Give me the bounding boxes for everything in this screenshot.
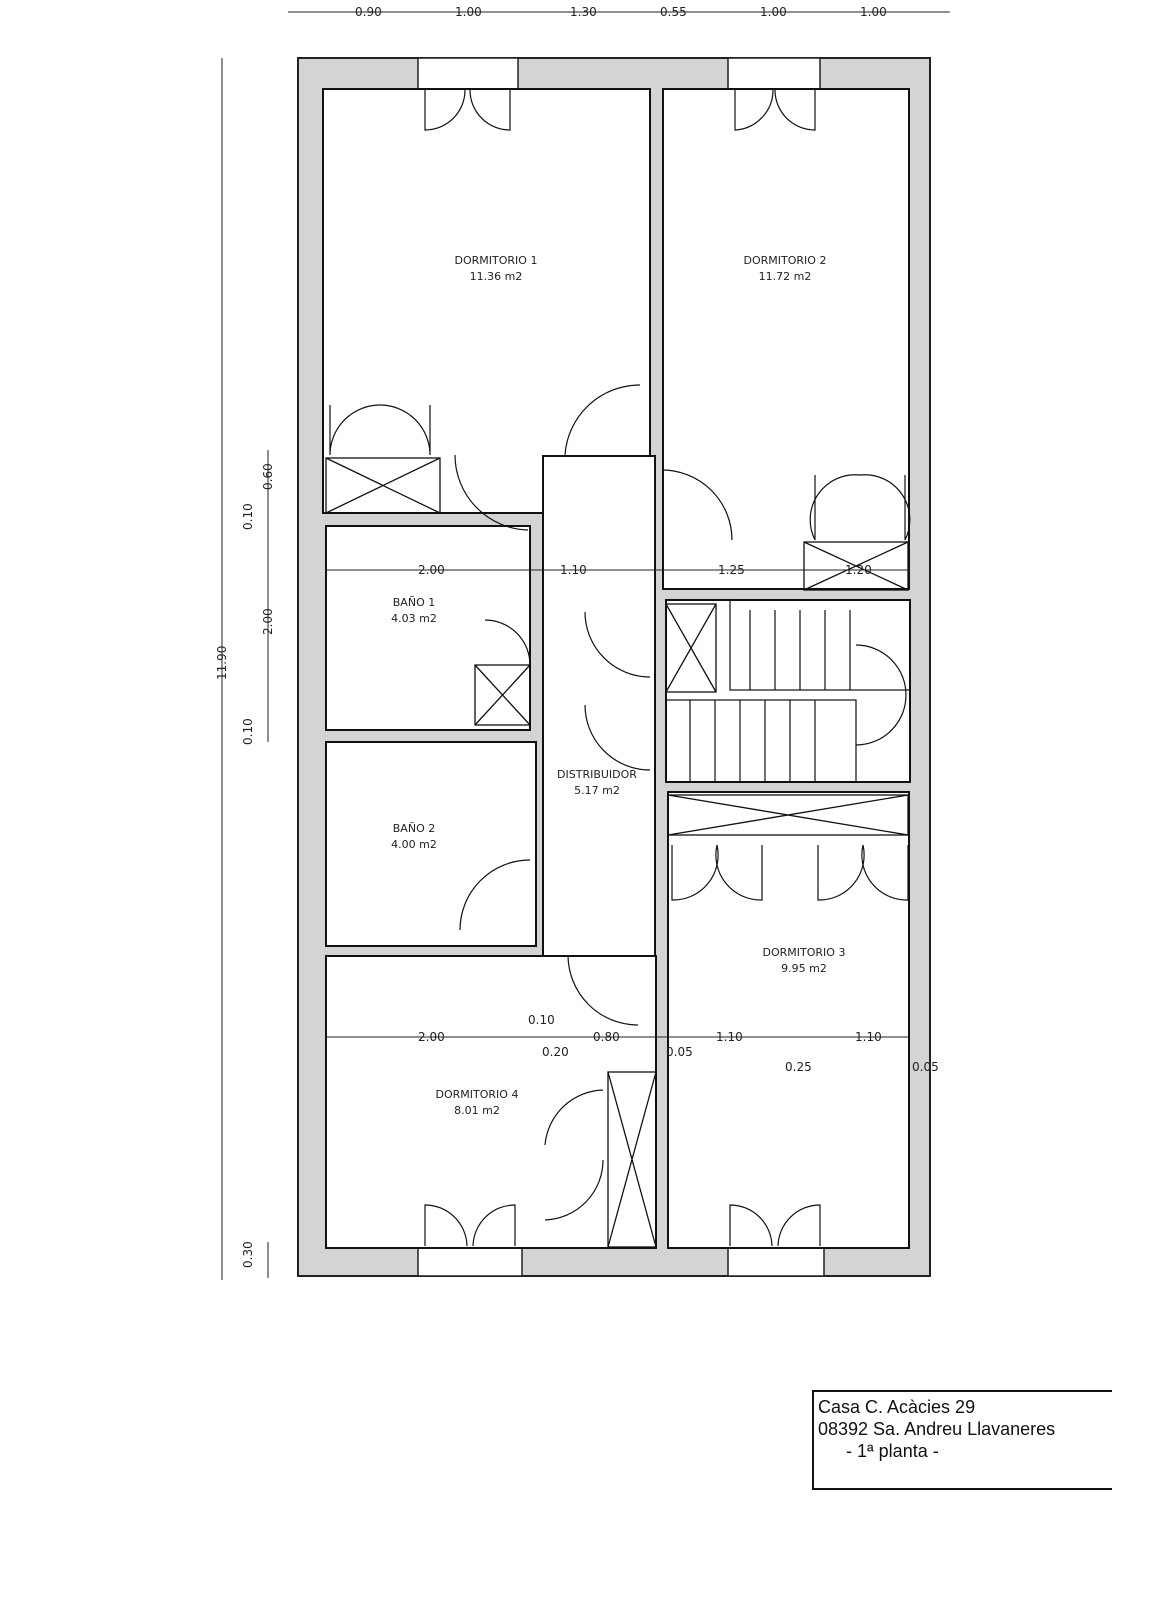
windows — [417, 57, 825, 1277]
dim-low-a: 2.00 — [418, 1030, 445, 1044]
dim-mid-b: 1.10 — [560, 563, 587, 577]
room-label: DORMITORIO 1 — [455, 254, 538, 267]
title-city: 08392 Sa. Andreu Llavaneres — [818, 1419, 1056, 1439]
title-address: Casa C. Acàcies 29 — [818, 1397, 976, 1417]
dim-top-3: 1.30 — [570, 5, 597, 19]
room-bano-1 — [325, 525, 531, 731]
dim-low-c: 0.20 — [542, 1045, 569, 1059]
dim-top-6: 1.00 — [860, 5, 887, 19]
room-area: 11.36 m2 — [470, 270, 523, 283]
room-area: 4.03 m2 — [391, 612, 437, 625]
room-dormitorio-4 — [325, 955, 657, 1249]
doors — [329, 89, 911, 1247]
room-area: 9.95 m2 — [781, 962, 827, 975]
room-area: 5.17 m2 — [574, 784, 620, 797]
room-bano-2 — [325, 741, 537, 947]
staircase — [665, 599, 911, 783]
dim-low-g: 0.25 — [785, 1060, 812, 1074]
room-dormitorio-2 — [662, 88, 910, 590]
dim-mid-d: 1.20 — [845, 563, 872, 577]
closets — [325, 457, 909, 1248]
room-label: DORMITORIO 2 — [744, 254, 827, 267]
dim-left-b: 0.60 — [261, 463, 275, 490]
dim-top-4: 0.55 — [660, 5, 687, 19]
dim-low-d: 0.80 — [593, 1030, 620, 1044]
dim-mid-c: 1.25 — [718, 563, 745, 577]
dim-top-1: 0.90 — [355, 5, 382, 19]
dim-mid-a: 2.00 — [418, 563, 445, 577]
room-area: 4.00 m2 — [391, 838, 437, 851]
dim-left-a: 0.10 — [241, 503, 255, 530]
dim-low-e: 0.05 — [666, 1045, 693, 1059]
dim-low-f: 1.10 — [716, 1030, 743, 1044]
room-label: BAÑO 2 — [393, 822, 435, 835]
dim-low-h: 1.10 — [855, 1030, 882, 1044]
room-dormitorio-3 — [667, 791, 910, 1249]
dim-left-e: 0.30 — [241, 1241, 255, 1268]
dimension-lines — [221, 11, 950, 1280]
room-area: 8.01 m2 — [454, 1104, 500, 1117]
dim-low-b: 0.10 — [528, 1013, 555, 1027]
dim-total-height: 11.90 — [215, 646, 229, 680]
room-dormitorio-1 — [322, 88, 651, 514]
rooms — [322, 88, 911, 1249]
dim-top-2: 1.00 — [455, 5, 482, 19]
title-floor: - 1ª planta - — [846, 1441, 939, 1461]
dim-left-c: 2.00 — [261, 608, 275, 635]
room-label: BAÑO 1 — [393, 596, 435, 609]
room-label: DORMITORIO 3 — [763, 946, 846, 959]
dim-top-5: 1.00 — [760, 5, 787, 19]
title-block: Casa C. Acàcies 29 08392 Sa. Andreu Llav… — [812, 1390, 1112, 1490]
room-stairs — [665, 599, 911, 783]
room-area: 11.72 m2 — [759, 270, 812, 283]
dim-left-d: 0.10 — [241, 718, 255, 745]
dim-low-i: 0.05 — [912, 1060, 939, 1074]
room-label: DISTRIBUIDOR — [557, 768, 637, 781]
room-label: DORMITORIO 4 — [436, 1088, 519, 1101]
